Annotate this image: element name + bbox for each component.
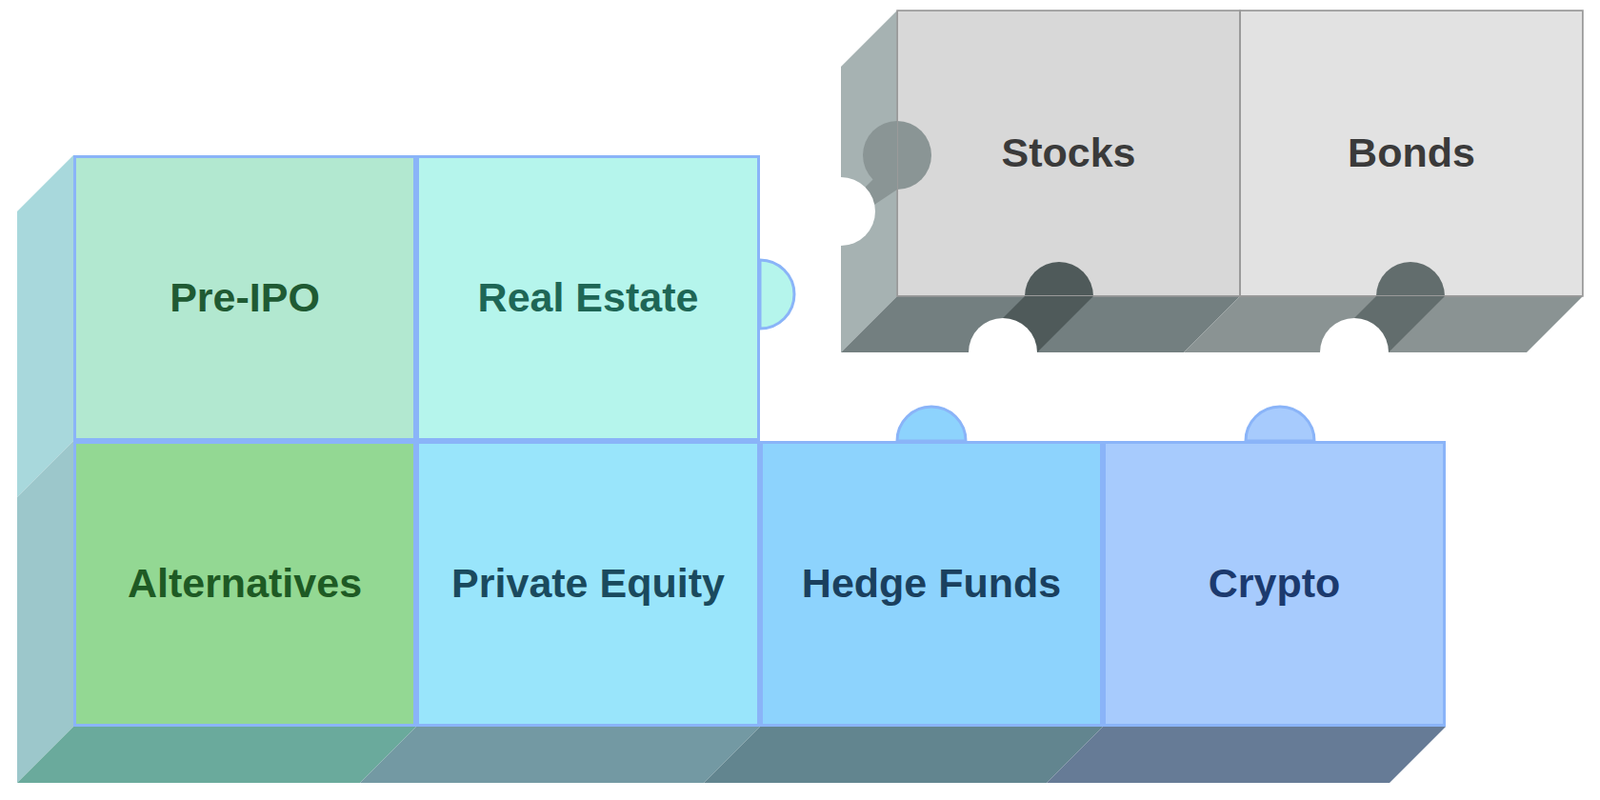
- puzzle-notch: [1376, 261, 1445, 297]
- bottom-face: [840, 296, 1240, 353]
- puzzle-notch: [1024, 261, 1094, 297]
- side-face: [840, 10, 898, 353]
- bottom-face: [1183, 296, 1583, 353]
- bottom-face: [360, 726, 760, 783]
- piece-label: Bonds: [1334, 126, 1489, 180]
- piece-face: [760, 440, 1103, 727]
- piece-face: [73, 155, 417, 441]
- puzzle-piece: Hedge Funds: [760, 440, 1103, 727]
- piece-face: [416, 155, 760, 441]
- piece-label: Hedge Funds: [788, 557, 1075, 611]
- side-face: [17, 440, 74, 783]
- piece-label: Crypto: [1195, 557, 1355, 611]
- piece-face: [73, 440, 417, 727]
- piece-face: [897, 10, 1240, 297]
- bottom-face: [17, 726, 417, 783]
- puzzle-piece: Real Estate: [416, 155, 760, 441]
- puzzle-notch: [968, 296, 1094, 353]
- piece-face: [1102, 440, 1446, 727]
- puzzle-piece: Bonds: [1240, 10, 1583, 297]
- puzzle-tab: [1245, 406, 1315, 441]
- puzzle-notch: [1320, 296, 1445, 353]
- puzzle-piece: Pre-IPO: [73, 155, 417, 441]
- puzzle-piece: Alternatives: [73, 440, 417, 727]
- puzzle-piece: Crypto: [1102, 440, 1446, 727]
- piece-label: Alternatives: [114, 557, 376, 611]
- bottom-face: [1046, 726, 1446, 783]
- piece-label: Private Equity: [438, 557, 739, 611]
- bottom-face: [703, 726, 1103, 783]
- puzzle-piece: Stocks: [897, 10, 1240, 297]
- puzzle-notch: [968, 318, 1038, 353]
- side-face: [17, 155, 74, 498]
- puzzle-notch: [1320, 318, 1389, 353]
- piece-label: Stocks: [987, 126, 1149, 180]
- puzzle-piece: Private Equity: [416, 440, 760, 727]
- piece-face: [1240, 10, 1583, 297]
- piece-label: Real Estate: [464, 271, 713, 325]
- puzzle-tab: [760, 260, 795, 329]
- puzzle-tab: [897, 406, 966, 441]
- piece-label: Pre-IPO: [156, 271, 334, 325]
- piece-face: [416, 440, 760, 727]
- puzzle-notch: [840, 177, 876, 246]
